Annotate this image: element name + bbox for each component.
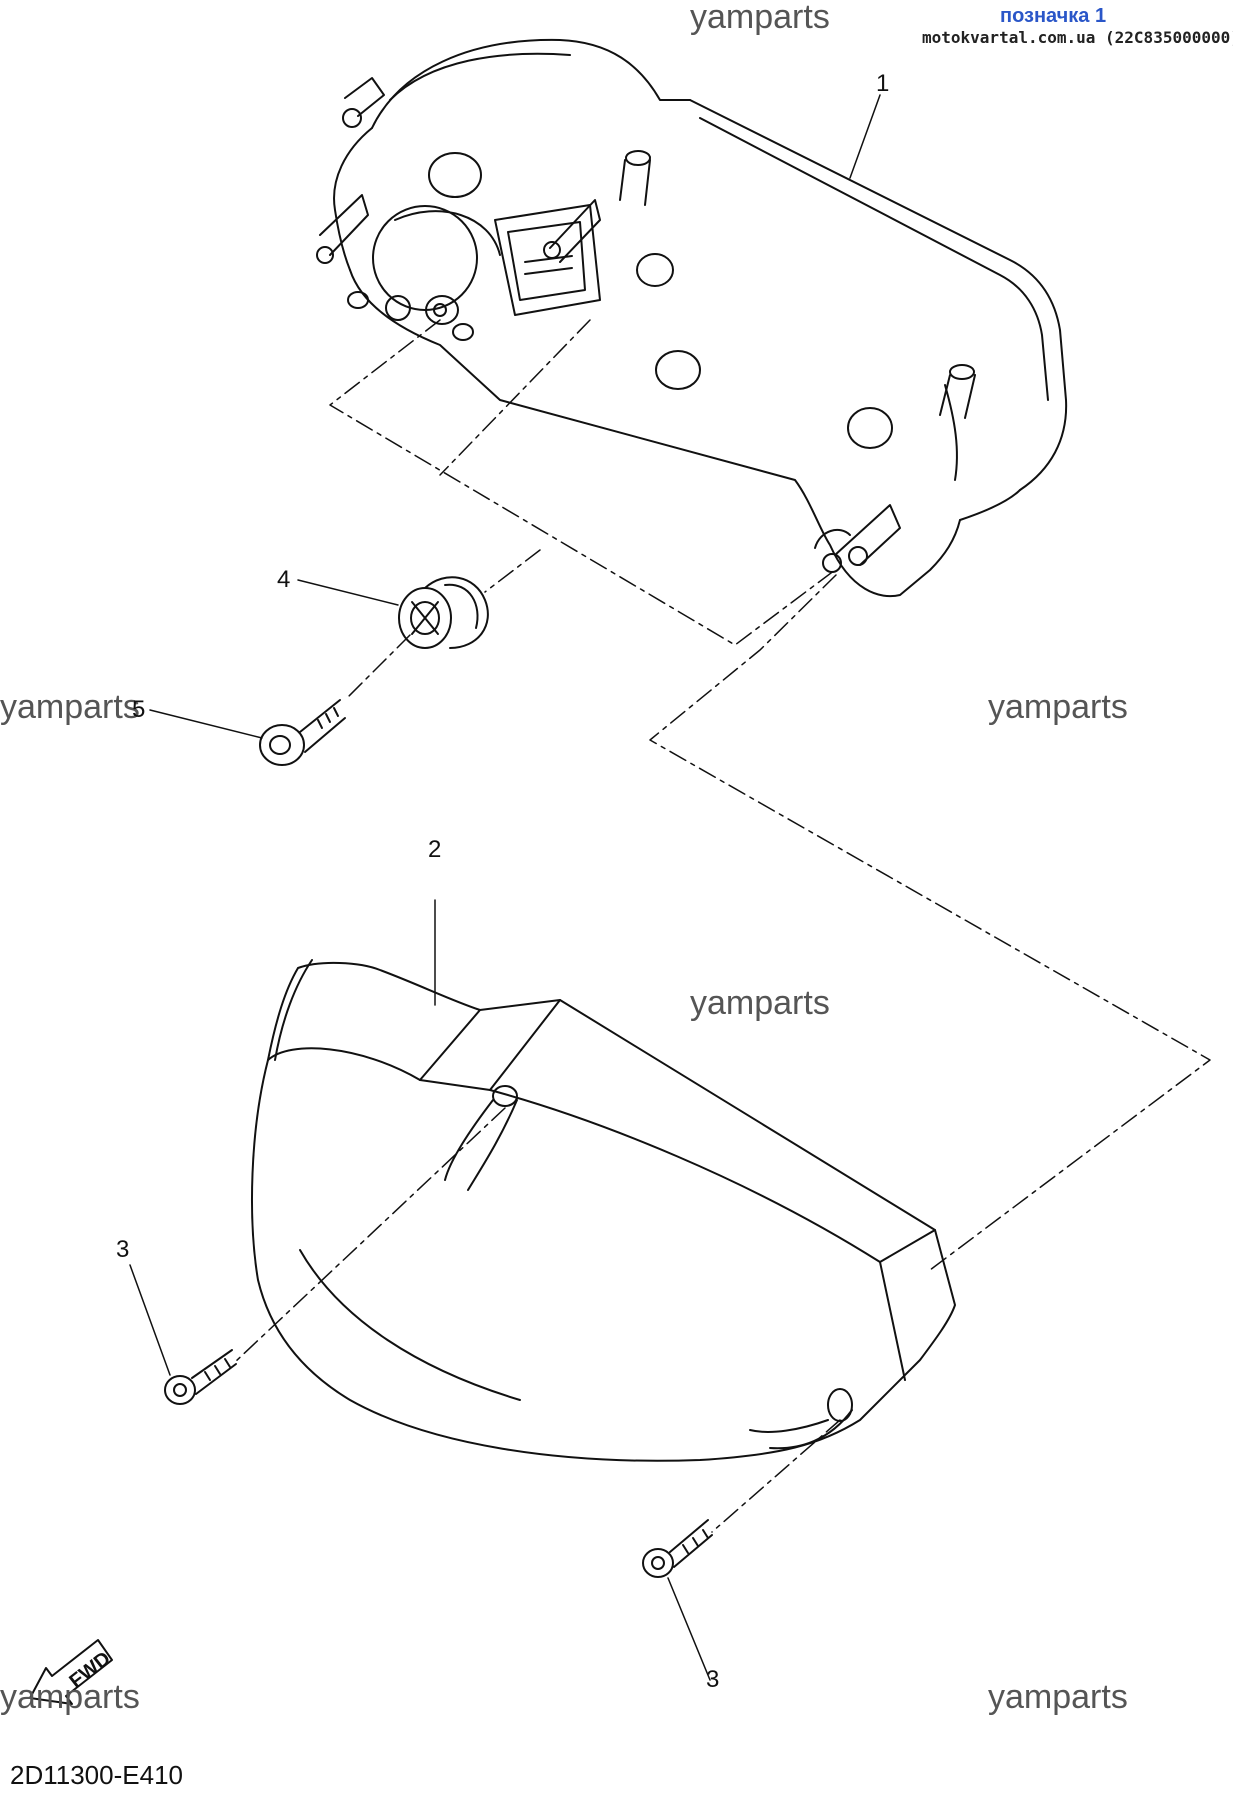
callout-part-1: 1 xyxy=(876,70,890,97)
meter-assembly xyxy=(316,38,1068,598)
watermark: yamparts xyxy=(988,1678,1128,1716)
header-title: позначка 1 xyxy=(1000,5,1107,27)
watermark: yamparts xyxy=(988,688,1128,726)
leader-lines xyxy=(129,94,881,1681)
watermark: yamparts xyxy=(690,984,830,1022)
diagram-code: 2D11300-E410 xyxy=(10,1760,183,1790)
screw-3-left xyxy=(164,1349,237,1405)
callout-part-5: 5 xyxy=(132,696,146,723)
watermark: yamparts xyxy=(0,688,140,726)
watermark: yamparts xyxy=(690,0,830,36)
callout-part-3-right: 3 xyxy=(706,1666,720,1693)
meter-cover xyxy=(251,959,956,1462)
assembly-lines xyxy=(234,319,1211,1533)
callout-part-4: 4 xyxy=(277,566,291,593)
callout-part-2: 2 xyxy=(428,836,442,863)
screw-3-right xyxy=(642,1519,713,1578)
callout-part-3-left: 3 xyxy=(116,1236,130,1263)
watermark: yamparts xyxy=(0,1678,140,1716)
header-subtitle: motokvartal.com.ua (22C835000000) xyxy=(922,28,1233,47)
screw-5 xyxy=(259,699,346,766)
grommet xyxy=(398,576,489,649)
